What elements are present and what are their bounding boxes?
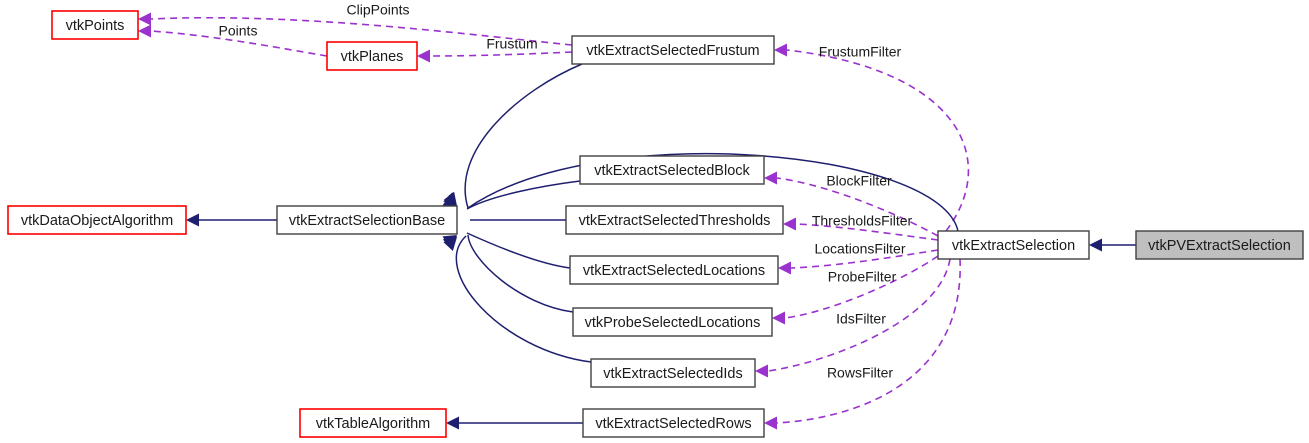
class-name-label: vtkProbeSelectedLocations [585, 315, 761, 331]
class-box [937, 230, 1090, 260]
class-name-label: vtkExtractSelectedThresholds [579, 213, 771, 229]
edge-frustumfilter [786, 49, 970, 232]
arrowhead-frustumfilter [774, 43, 787, 57]
class-name-label: vtkDataObjectAlgorithm [21, 213, 173, 229]
edge-label-frustumfilter: FrustumFilter [819, 44, 902, 60]
edges-layer [150, 16, 1136, 424]
class-name-label: vtkPoints [66, 18, 125, 34]
class-node-vtkTableAlgorithm[interactable]: vtkTableAlgorithm [299, 408, 447, 438]
edge-label-probefilter: ProbeFilter [828, 269, 897, 285]
class-name-label: vtkExtractSelectedLocations [583, 263, 765, 279]
arrowhead-frustum [417, 49, 430, 63]
class-node-vtkExtractSelectedThresholds[interactable]: vtkExtractSelectedThresholds [565, 205, 784, 235]
edge-inherit-probe-base [467, 234, 574, 313]
edge-inherit-ids-base [455, 235, 592, 363]
arrowhead-inherit-ids-base [443, 237, 457, 251]
class-node-vtkExtractSelectedFrustum[interactable]: vtkExtractSelectedFrustum [571, 35, 775, 65]
edge-probefilter [784, 255, 939, 319]
edge-frustum [429, 51, 573, 57]
class-box [51, 10, 139, 40]
edge-idsfilter [767, 258, 951, 372]
edge-label-thresholdsfilter: ThresholdsFilter [812, 213, 913, 229]
class-name-label: vtkExtractSelectedRows [595, 416, 751, 432]
edge-inherit-locations-base [466, 232, 571, 269]
edge-inherit-frustum-base [464, 63, 583, 209]
edge-label-blockfilter: BlockFilter [826, 173, 892, 189]
edge-label-idsfilter: IdsFilter [836, 311, 886, 327]
class-box [299, 408, 447, 438]
arrowhead-inherit-table [446, 416, 459, 430]
edge-points [150, 30, 328, 57]
class-name-label: vtkExtractSelection [952, 238, 1075, 254]
class-node-vtkExtractSelection[interactable]: vtkExtractSelection [937, 230, 1090, 260]
arrowhead-blockfilter [764, 171, 777, 185]
arrowhead-thresholdsfilter [783, 217, 796, 231]
arrowhead-points [138, 24, 151, 38]
class-node-vtkExtractSelectedBlock[interactable]: vtkExtractSelectedBlock [579, 155, 765, 185]
edge-thresholdsfilter [795, 223, 939, 241]
nodes-layer: vtkPoints vtkPlanes vtkExtractSelectedFrus… [7, 10, 1304, 438]
class-name-label: vtkPlanes [341, 49, 404, 65]
class-box [590, 358, 756, 388]
edge-rowsfilter [776, 258, 961, 424]
edge-label-locationsfilter: LocationsFilter [814, 241, 905, 257]
class-name-label: vtkExtractSelectionBase [289, 213, 445, 229]
class-box [582, 408, 765, 438]
class-box [572, 307, 773, 337]
class-box [1135, 230, 1304, 260]
arrowhead-inherit-selection-base [443, 191, 457, 206]
class-node-vtkExtractSelectedIds[interactable]: vtkExtractSelectedIds [590, 358, 756, 388]
class-node-vtkPoints[interactable]: vtkPoints [51, 10, 139, 40]
arrowhead-idsfilter [755, 364, 768, 378]
edge-label-clippoints: ClipPoints [346, 2, 409, 18]
class-name-label: vtkTableAlgorithm [316, 416, 430, 432]
edge-label-frustum: Frustum [486, 36, 537, 52]
class-box [565, 205, 784, 235]
class-node-vtkExtractSelectedLocations[interactable]: vtkExtractSelectedLocations [569, 255, 779, 285]
class-name-label: vtkExtractSelectedBlock [594, 163, 750, 179]
arrowhead-locationsfilter [778, 261, 791, 275]
edge-label-rowsfilter: RowsFilter [827, 365, 893, 381]
class-name-label: vtkExtractSelectedFrustum [586, 43, 759, 59]
edge-blockfilter [776, 177, 939, 237]
class-node-vtkPlanes[interactable]: vtkPlanes [326, 41, 418, 71]
class-box [326, 41, 418, 71]
arrowhead-probefilter [772, 311, 785, 325]
class-box [7, 205, 187, 235]
class-node-vtkPVExtractSelection[interactable]: vtkPVExtractSelection [1135, 230, 1304, 260]
edge-inherit-block-base [466, 180, 581, 210]
class-node-vtkProbeSelectedLocations[interactable]: vtkProbeSelectedLocations [572, 307, 773, 337]
class-box [569, 255, 779, 285]
edge-label-points: Points [219, 23, 258, 39]
edge-clippoints [150, 16, 573, 46]
edge-locationsfilter [790, 249, 939, 269]
arrowhead-rowsfilter [764, 416, 777, 430]
class-node-vtkExtractSelectionBase[interactable]: vtkExtractSelectionBase [276, 205, 458, 235]
class-name-label: vtkExtractSelectedIds [603, 366, 742, 382]
class-name-label: vtkPVExtractSelection [1148, 238, 1291, 254]
class-node-vtkDataObjectAlgorithm[interactable]: vtkDataObjectAlgorithm [7, 205, 187, 235]
class-box [571, 35, 775, 65]
class-box [579, 155, 765, 185]
arrowhead-inherit-sel [1089, 238, 1102, 252]
class-box [276, 205, 458, 235]
arrowhead-inherit-doa [186, 213, 199, 227]
arrowhead-clippoints [138, 12, 151, 26]
class-node-vtkExtractSelectedRows[interactable]: vtkExtractSelectedRows [582, 408, 765, 438]
